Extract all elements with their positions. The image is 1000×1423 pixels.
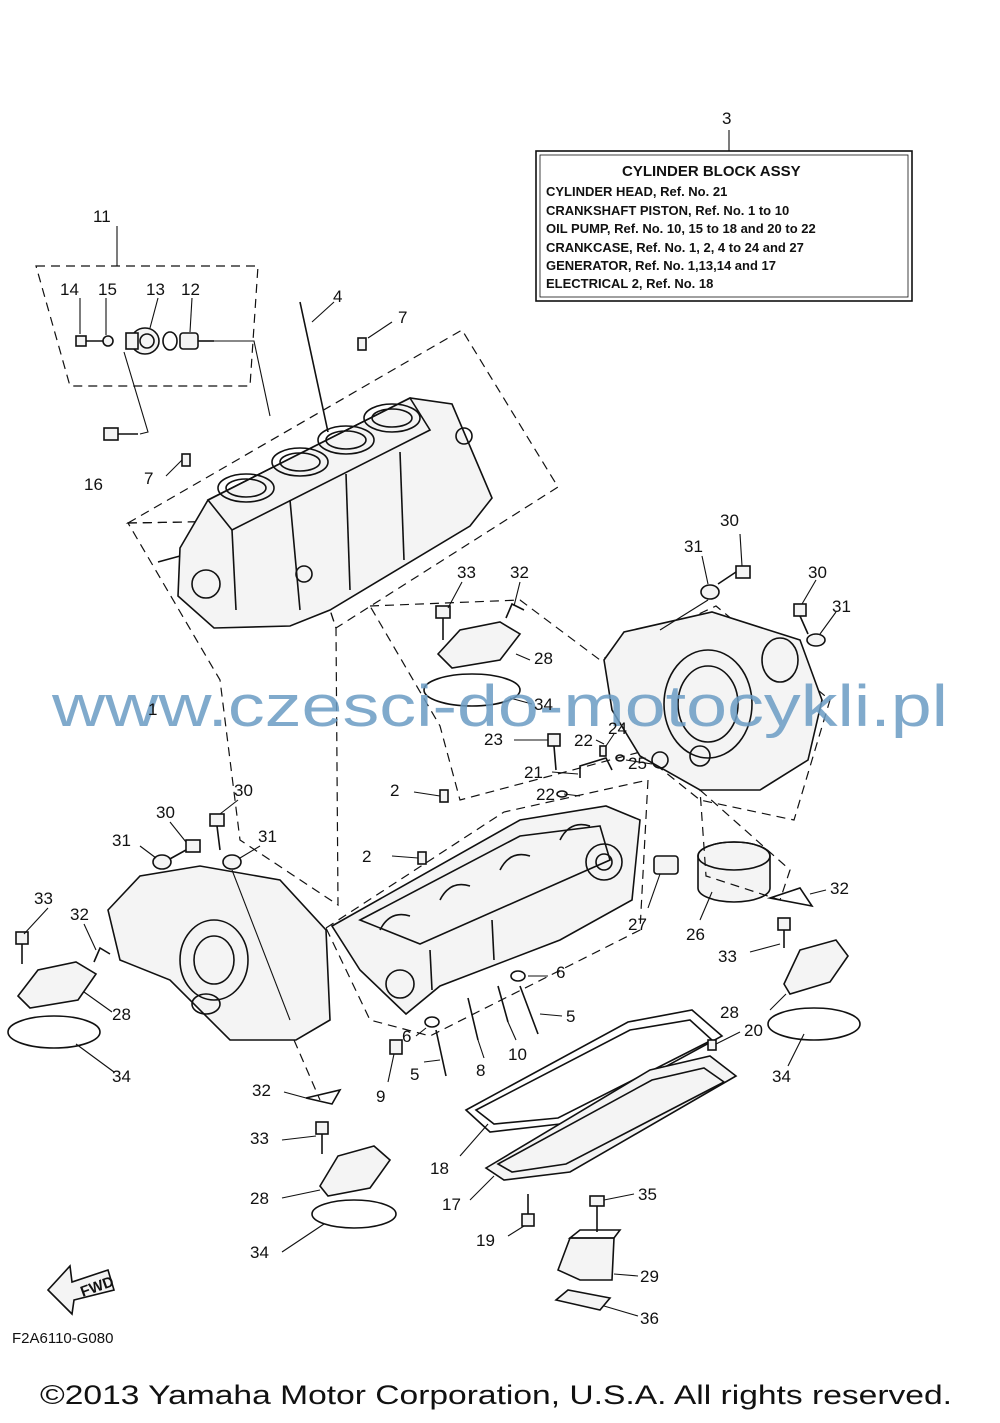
- callout-14: 14: [60, 280, 79, 299]
- callout-6: 6: [556, 963, 565, 982]
- callout-33: 33: [718, 947, 737, 966]
- callout-36: 36: [640, 1309, 659, 1328]
- info-line: CRANKCASE, Ref. No. 1, 2, 4 to 24 and 27: [546, 240, 804, 255]
- callout-2: 2: [362, 847, 371, 866]
- copyright-notice: ©2013 Yamaha Motor Corporation, U.S.A. A…: [40, 1380, 952, 1410]
- callout-27: 27: [628, 915, 647, 934]
- callout-11: 11: [93, 207, 111, 226]
- fwd-arrow-icon: FWD: [46, 1264, 116, 1316]
- callout-33: 33: [457, 563, 476, 582]
- engine-mount-lower: [281, 1039, 397, 1253]
- callout-4: 4: [333, 287, 342, 306]
- callout-15: 15: [98, 280, 117, 299]
- callout-8: 8: [476, 1061, 485, 1080]
- engine-mount-left: [7, 907, 115, 1073]
- callout-13: 13: [146, 280, 165, 299]
- watermark: www.czesci-do-motocykli.pl: [51, 674, 948, 739]
- callout-1: 1: [148, 700, 157, 719]
- callout-3: 3: [722, 109, 731, 128]
- callout-21: 21: [524, 763, 543, 782]
- info-line: OIL PUMP, Ref. No. 10, 15 to 18 and 20 t…: [546, 221, 816, 236]
- callout-31: 31: [832, 597, 851, 616]
- info-line: GENERATOR, Ref. No. 1,13,14 and 17: [546, 258, 776, 273]
- callout-24: 24: [608, 719, 627, 738]
- generator-cover-right: [368, 533, 837, 821]
- callout-31: 31: [684, 537, 703, 556]
- callout-18: 18: [430, 1159, 449, 1178]
- callout-32: 32: [70, 905, 89, 924]
- callout-30: 30: [156, 803, 175, 822]
- callout-33: 33: [34, 889, 53, 908]
- callout-22: 22: [574, 731, 593, 750]
- callout-34: 34: [250, 1243, 269, 1262]
- callout-33: 33: [250, 1129, 269, 1148]
- sensor-kit-group: [35, 226, 271, 441]
- callout-12: 12: [181, 280, 200, 299]
- callout-28: 28: [250, 1189, 269, 1208]
- callout-26: 26: [686, 925, 705, 944]
- callout-31: 31: [112, 831, 131, 850]
- oil-pan: [459, 1009, 741, 1237]
- callout-35: 35: [638, 1185, 657, 1204]
- generator-cover-left: [107, 799, 331, 1041]
- callout-28: 28: [534, 649, 553, 668]
- callout-6: 6: [402, 1027, 411, 1046]
- info-box: 3 CYLINDER BLOCK ASSY CYLINDER HEAD, Ref…: [535, 109, 913, 302]
- info-line: CRANKSHAFT PISTON, Ref. No. 1 to 10: [546, 203, 789, 218]
- callout-30: 30: [720, 511, 739, 530]
- info-box-title: CYLINDER BLOCK ASSY: [622, 163, 801, 180]
- callout-32: 32: [252, 1081, 271, 1100]
- info-line: CYLINDER HEAD, Ref. No. 21: [546, 184, 727, 199]
- callout-28: 28: [720, 1003, 739, 1022]
- electrical-box: [554, 1193, 639, 1317]
- callout-25: 25: [628, 754, 647, 773]
- engine-mount-upper: [423, 581, 533, 707]
- callout-23: 23: [484, 730, 503, 749]
- callout-30: 30: [808, 563, 827, 582]
- callout-31: 31: [258, 827, 277, 846]
- callout-9: 9: [376, 1087, 385, 1106]
- callout-10: 10: [508, 1045, 527, 1064]
- callout-17: 17: [442, 1195, 461, 1214]
- cylinder-block: [125, 301, 559, 907]
- callout-7: 7: [398, 308, 407, 327]
- callout-20: 20: [744, 1021, 763, 1040]
- callout-28: 28: [112, 1005, 131, 1024]
- callout-32: 32: [830, 879, 849, 898]
- engine-mount-right: [699, 788, 861, 1067]
- callout-30: 30: [234, 781, 253, 800]
- callout-labels: 11 14 15 13 12 4 7 16 7 1 33 32 28 34 23…: [34, 207, 851, 1328]
- callout-5: 5: [566, 1007, 575, 1026]
- callout-32: 32: [510, 563, 529, 582]
- callout-29: 29: [640, 1267, 659, 1286]
- callout-22: 22: [536, 785, 555, 804]
- callout-34: 34: [772, 1067, 791, 1086]
- callout-34: 34: [534, 695, 553, 714]
- drawing-code: F2A6110-G080: [12, 1330, 113, 1347]
- callout-19: 19: [476, 1231, 495, 1250]
- callout-7: 7: [144, 469, 153, 488]
- oil-pipe: [514, 733, 653, 798]
- crankcase: [325, 779, 771, 1083]
- callout-5: 5: [410, 1065, 419, 1084]
- callout-2: 2: [390, 781, 399, 800]
- info-line: ELECTRICAL 2, Ref. No. 18: [546, 276, 713, 291]
- callout-34: 34: [112, 1067, 131, 1086]
- callout-16: 16: [84, 475, 103, 494]
